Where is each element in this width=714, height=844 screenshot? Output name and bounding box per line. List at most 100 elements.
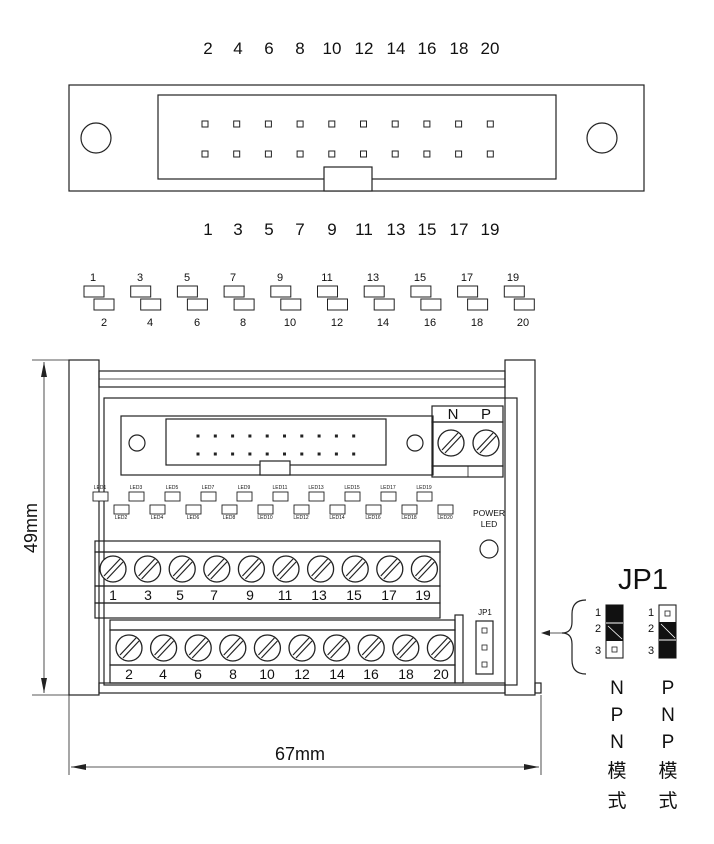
pin-label: 1	[203, 220, 212, 239]
led-label: 19	[507, 272, 519, 284]
screw-icon	[184, 634, 212, 662]
pin-label: 18	[450, 39, 469, 58]
led-icon	[221, 504, 238, 515]
terminal-top-labels: 1 3 5 7 9 11 13 15 17 19	[109, 587, 431, 603]
pin-hole	[486, 150, 494, 158]
pin-hole	[334, 452, 338, 456]
led-label: 15	[414, 272, 426, 284]
led-icon	[380, 491, 397, 502]
top-pin-numbers: 2 4 6 8 10 12 14 16 18 20	[203, 39, 499, 58]
svg-text:模: 模	[607, 760, 626, 782]
led-id: LED20	[437, 515, 453, 521]
screw-icon	[272, 555, 300, 583]
led-icon	[327, 298, 348, 311]
height-dimension: 49mm	[21, 359, 72, 696]
led-icon	[236, 491, 253, 502]
width-dimension: 67mm	[68, 695, 542, 775]
pin-label: 3	[233, 220, 242, 239]
terminal-label: 9	[246, 587, 254, 603]
rail-right	[504, 359, 536, 696]
terminal-label: 3	[144, 587, 152, 603]
led-id: LED12	[293, 515, 309, 521]
svg-text:式: 式	[607, 790, 626, 812]
np-n-label: N	[448, 406, 459, 423]
np-p-label: P	[481, 406, 491, 423]
terminal-block-bottom	[109, 614, 464, 684]
led-icon	[223, 285, 245, 298]
led-layout: 1 3 5 7 9 11 13 15 17 19 2 4 6 8 10 12 1…	[83, 272, 535, 329]
screw-icon	[376, 555, 404, 583]
idc-pins	[201, 120, 494, 158]
board-leds: LED1 LED3 LED5 LED7 LED9 LED11 LED13 LED…	[92, 485, 454, 521]
svg-text:模: 模	[658, 760, 677, 782]
led-label: 13	[367, 272, 379, 284]
led-id: LED13	[308, 485, 324, 491]
pin-hole	[233, 150, 241, 158]
pin-hole	[455, 120, 463, 128]
led-id: LED6	[187, 515, 200, 521]
led-icon	[233, 298, 255, 311]
pin-hole	[423, 120, 431, 128]
terminal-label: 14	[329, 666, 345, 682]
terminal-label: 17	[381, 587, 397, 603]
terminal-label: 10	[259, 666, 275, 682]
board-idc-pins	[196, 434, 356, 456]
led-icon	[113, 504, 130, 515]
pin-label: 5	[264, 220, 273, 239]
pin-hole	[201, 150, 209, 158]
terminal-label: 18	[398, 666, 414, 682]
pin-hole	[360, 120, 367, 128]
led-id: LED17	[380, 485, 396, 491]
svg-text:式: 式	[658, 790, 677, 812]
led-id: LED16	[365, 515, 381, 521]
svg-text:P: P	[662, 678, 675, 699]
jp1-callout	[541, 599, 587, 675]
led-icon	[373, 298, 395, 311]
led-id: LED7	[202, 485, 215, 491]
led-id: LED4	[151, 515, 164, 521]
led-label: 8	[240, 317, 246, 329]
pin-hole	[391, 120, 399, 128]
screw-icon	[437, 429, 465, 457]
terminal-label: 2	[125, 666, 133, 682]
svg-text:2: 2	[595, 623, 601, 635]
pin-label: 8	[295, 39, 304, 58]
terminal-label: 5	[176, 587, 184, 603]
pin-hole	[486, 120, 494, 128]
pin-hole	[213, 452, 217, 456]
pin-hole	[231, 452, 235, 456]
led-icon	[176, 285, 198, 298]
jp1-board-label: JP1	[478, 608, 492, 617]
pin-label: 4	[233, 39, 242, 58]
led-icon	[365, 504, 382, 515]
led-label: 20	[517, 317, 529, 329]
led-id: LED3	[130, 485, 143, 491]
led-icon	[416, 491, 433, 502]
pin-label: 6	[264, 39, 273, 58]
led-icon	[363, 285, 385, 298]
board-idc-header	[120, 415, 434, 476]
bottom-pin-numbers: 1 3 5 7 9 11 13 15 17 19	[203, 220, 499, 239]
led-icon	[467, 298, 489, 311]
pin-label: 14	[387, 39, 406, 58]
terminal-label: 11	[278, 587, 293, 603]
led-label: 18	[471, 317, 483, 329]
terminal-bottom-labels: 2 4 6 8 10 12 14 16 18 20	[125, 666, 449, 682]
led-icon	[293, 504, 310, 515]
led-label: 6	[194, 317, 200, 329]
screw-icon	[99, 555, 127, 583]
terminal-block-top	[94, 540, 441, 619]
led-icon	[329, 504, 346, 515]
terminal-label: 4	[159, 666, 167, 682]
mounting-hole-left	[80, 122, 112, 154]
pin-hole	[296, 150, 304, 158]
power-led: POWER LED	[473, 508, 505, 559]
mounting-hole-right	[586, 122, 618, 154]
screw-icon	[237, 555, 266, 583]
led-id: LED8	[223, 515, 236, 521]
terminal-label: 7	[210, 587, 218, 603]
led-icon	[164, 491, 181, 502]
led-id: LED11	[273, 485, 288, 491]
screw-icon	[322, 634, 351, 662]
